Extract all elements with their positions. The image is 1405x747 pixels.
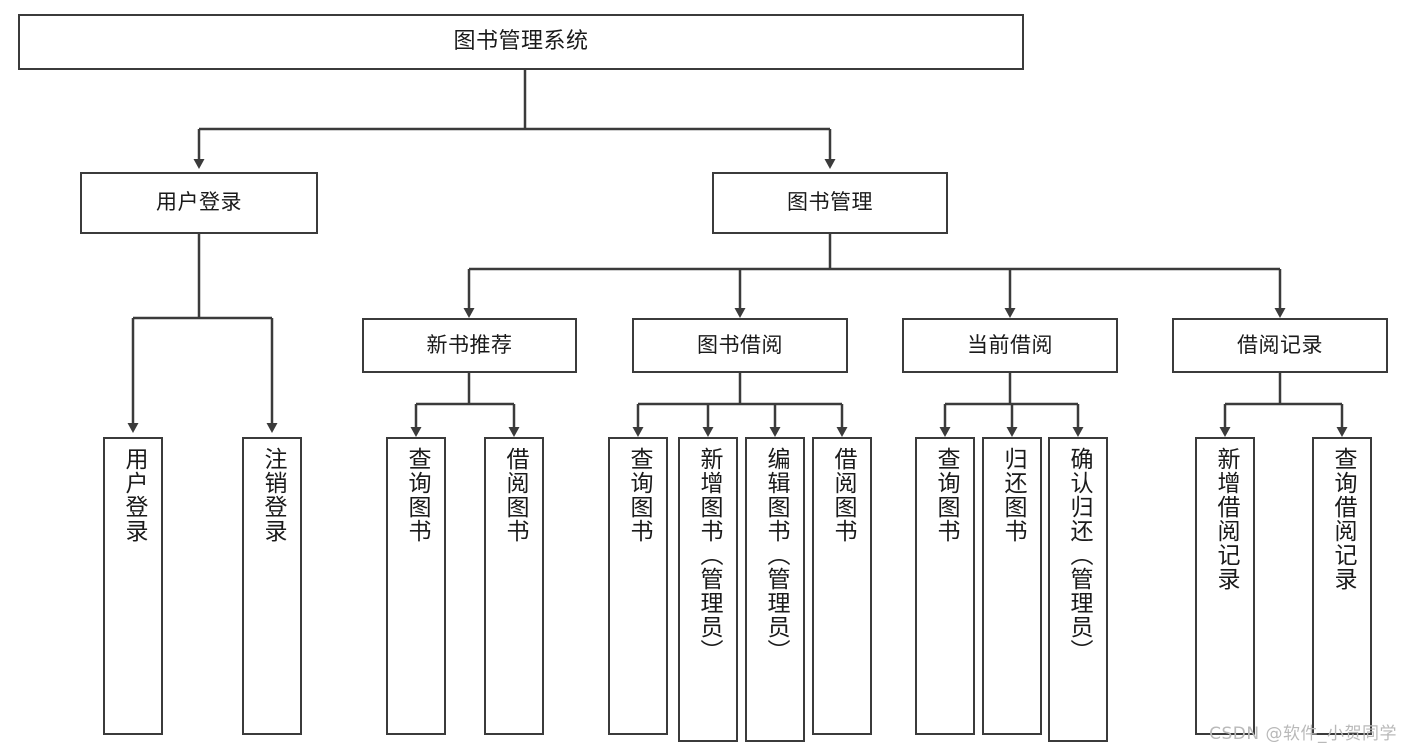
node-leaf-query-books-recommend[interactable]: 查询图书 [386,437,446,735]
node-leaf-query-books-borrow[interactable]: 查询图书 [608,437,668,735]
node-label: 查询图书 [403,447,430,543]
node-leaf-logout[interactable]: 注销登录 [242,437,302,735]
node-label: 归还图书 [999,447,1026,543]
node-label: 新书推荐 [426,332,513,357]
node-label: 确认归还（管理员） [1065,447,1092,663]
node-label: 用户登录 [156,190,242,215]
node-label: 用户登录 [120,447,147,543]
node-user-login[interactable]: 用户登录 [80,172,318,234]
node-new-book-recommend[interactable]: 新书推荐 [362,318,577,373]
node-leaf-borrow-books[interactable]: 借阅图书 [812,437,872,735]
node-borrow-records[interactable]: 借阅记录 [1172,318,1388,373]
node-book-management[interactable]: 图书管理 [712,172,948,234]
node-label: 查询图书 [932,447,959,543]
node-leaf-user-login[interactable]: 用户登录 [103,437,163,735]
node-label: 借阅记录 [1237,332,1323,357]
node-label: 查询图书 [625,447,652,543]
node-book-borrow[interactable]: 图书借阅 [632,318,848,373]
node-label: 编辑图书（管理员） [762,447,789,663]
node-label: 借阅图书 [501,447,528,543]
node-label: 借阅图书 [829,447,856,543]
node-label: 新增借阅记录 [1212,447,1239,591]
watermark-text: CSDN @软件_小贺同学 [1209,724,1397,744]
node-leaf-add-book-admin[interactable]: 新增图书（管理员） [678,437,738,742]
node-label: 图书借阅 [697,332,783,357]
node-root-book-management-system[interactable]: 图书管理系统 [18,14,1024,70]
node-leaf-return-books[interactable]: 归还图书 [982,437,1042,735]
node-leaf-edit-book-admin[interactable]: 编辑图书（管理员） [745,437,805,742]
node-leaf-query-borrow-record[interactable]: 查询借阅记录 [1312,437,1372,735]
node-label: 查询借阅记录 [1329,447,1356,591]
node-leaf-borrow-books-recommend[interactable]: 借阅图书 [484,437,544,735]
node-leaf-query-books-current[interactable]: 查询图书 [915,437,975,735]
node-label: 图书管理 [787,190,873,215]
node-label: 新增图书（管理员） [695,447,722,663]
node-current-borrow[interactable]: 当前借阅 [902,318,1118,373]
node-label: 注销登录 [259,447,286,543]
node-label: 图书管理系统 [453,28,589,54]
node-leaf-confirm-return-admin[interactable]: 确认归还（管理员） [1048,437,1108,742]
node-label: 当前借阅 [967,332,1053,357]
node-leaf-add-borrow-record[interactable]: 新增借阅记录 [1195,437,1255,735]
